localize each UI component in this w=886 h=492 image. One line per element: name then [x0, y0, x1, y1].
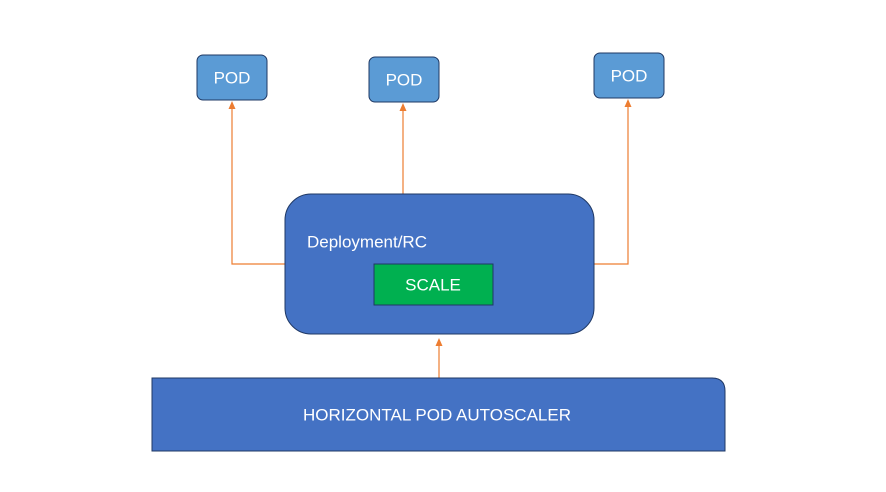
- hpa-label: HORIZONTAL POD AUTOSCALER: [303, 406, 571, 425]
- pod-box-right: POD: [593, 52, 665, 99]
- deployment-label: Deployment/RC: [307, 233, 427, 252]
- pod-label: POD: [214, 69, 251, 88]
- pod-label: POD: [386, 71, 423, 90]
- scale-label: SCALE: [405, 276, 461, 295]
- pod-box-middle: POD: [368, 56, 440, 103]
- scale-box: SCALE: [373, 263, 494, 306]
- arrowhead-left-pod: [228, 101, 236, 109]
- hpa-box: HORIZONTAL POD AUTOSCALER: [151, 377, 726, 452]
- connector-left-pod: [231, 108, 285, 265]
- connector-right-pod: [594, 106, 629, 265]
- connectors: [228, 99, 632, 378]
- arrowhead-hpa-deployment: [435, 338, 443, 346]
- arrowhead-right-pod: [624, 99, 632, 107]
- pod-box-left: POD: [196, 54, 268, 101]
- pod-label: POD: [611, 67, 648, 86]
- arrowhead-middle-pod: [399, 103, 407, 111]
